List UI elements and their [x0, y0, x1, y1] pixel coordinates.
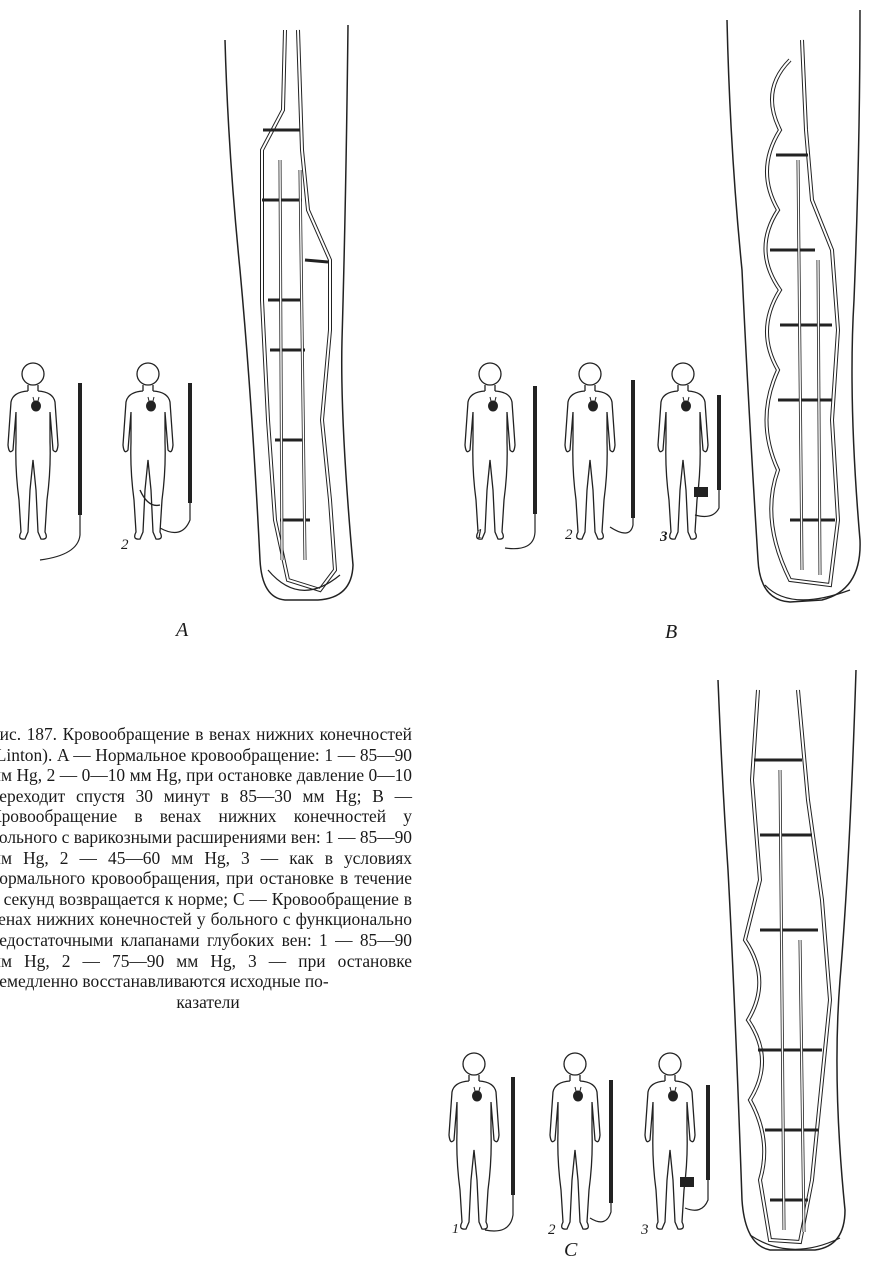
panel-c-leg — [718, 670, 856, 1250]
panel-c-figure-1-number: 1 — [452, 1222, 459, 1238]
panel-b-label: B — [665, 621, 677, 644]
panel-c-label: C — [564, 1239, 577, 1262]
panel-b-figure-1-number: 1 — [476, 527, 483, 543]
panel-b-figure-2-number: 2 — [565, 527, 573, 544]
panel-c-figure-2-number: 2 — [548, 1222, 556, 1239]
panel-c-figures — [449, 1053, 710, 1231]
panel-a-leg — [225, 25, 353, 600]
panel-a-figure-2-number: 2 — [121, 537, 129, 554]
panel-b-leg — [727, 10, 860, 602]
panel-a-figures — [8, 363, 192, 560]
caption-tail: казатели — [0, 992, 412, 1013]
panel-b-figure-3-number: 3 — [660, 529, 668, 546]
panel-b-figures — [465, 363, 721, 549]
figure-caption: Рис. 187. Кровообращение в венах нижних … — [0, 724, 412, 1012]
panel-c-figure-3-number: 3 — [641, 1222, 649, 1239]
panel-a-label: A — [176, 619, 188, 642]
caption-body: Рис. 187. Кровообращение в венах нижних … — [0, 724, 412, 992]
